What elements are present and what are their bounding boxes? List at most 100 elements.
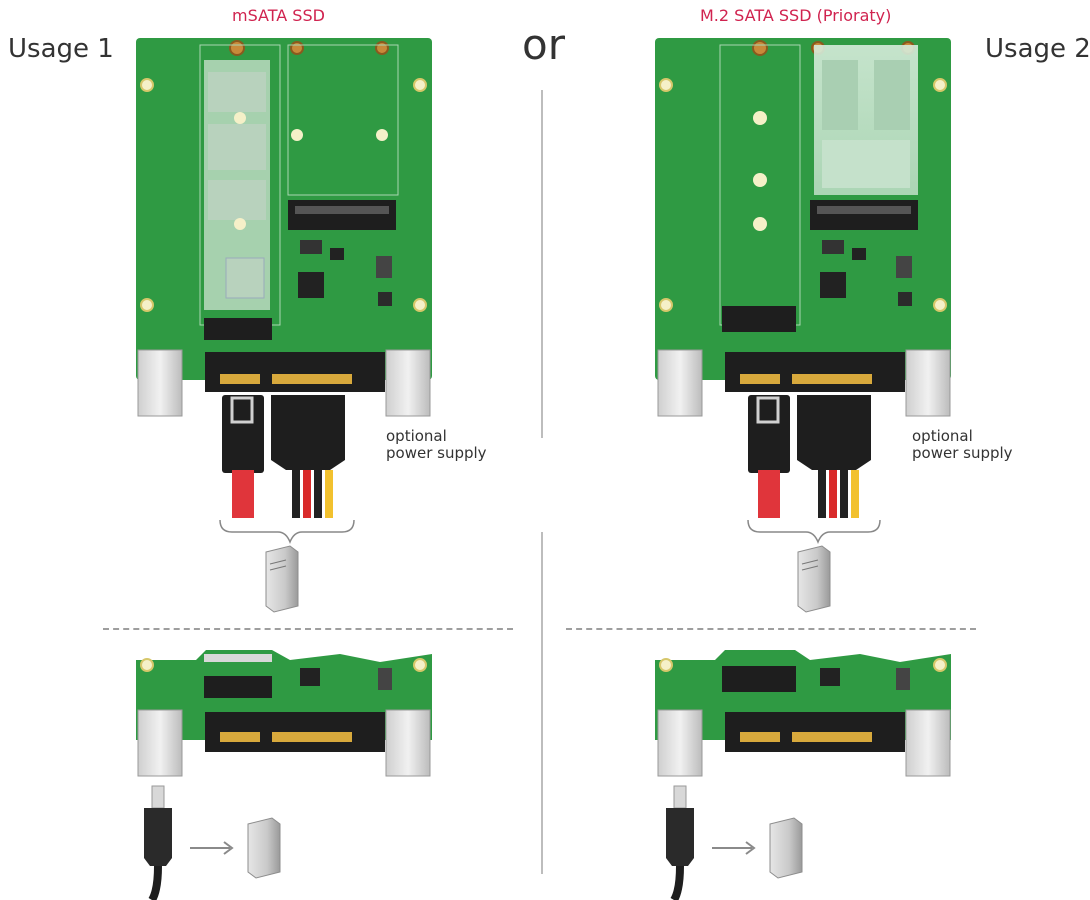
usb-plug (673, 785, 687, 809)
sata-power-cable-left (271, 395, 345, 518)
ic (896, 256, 912, 278)
mount-hole (140, 78, 154, 92)
bracket-left (219, 519, 355, 545)
usb-plug (151, 785, 165, 809)
sata-power-plug (271, 395, 345, 470)
msata-connector (722, 666, 796, 692)
sata-data-plug (222, 395, 264, 473)
mount-hole (140, 298, 154, 312)
ic (898, 292, 912, 306)
mount-hole (413, 298, 427, 312)
red-cable (758, 470, 780, 518)
mount-hole (140, 658, 154, 672)
usage-1-label: Usage 1 (8, 34, 114, 64)
standoff (290, 41, 304, 55)
screw-hole (291, 129, 303, 141)
controller-chip (820, 272, 846, 298)
mount-hole (413, 78, 427, 92)
vertical-divider-top (541, 90, 543, 438)
connector-pins (295, 206, 389, 214)
usb-cable (670, 865, 684, 900)
controller-chip (298, 272, 324, 298)
usb-plug-housing (144, 808, 172, 866)
wire-black (292, 470, 300, 518)
ic (376, 256, 392, 278)
wire-yellow (851, 470, 859, 518)
standoff (752, 40, 768, 56)
sata-data-cable-left (222, 395, 264, 518)
latch (756, 396, 780, 424)
mount-hole (659, 298, 673, 312)
ic (378, 292, 392, 306)
msata-adapter-board (136, 38, 432, 417)
ic (852, 248, 866, 260)
mount-hole (933, 658, 947, 672)
usb-plug-housing (666, 808, 694, 866)
chip (208, 124, 266, 170)
msata-connector (722, 306, 796, 332)
ic (378, 668, 392, 690)
sata-edge-connector (725, 352, 905, 392)
or-separator-label: or (522, 20, 565, 69)
chip (822, 140, 910, 188)
usb-cable-right (666, 785, 694, 900)
sata-edge-connector (205, 352, 385, 392)
msata-connector (204, 318, 272, 340)
optional-power-note-left: optional power supply (386, 428, 487, 462)
pc-tower-left (265, 545, 299, 613)
ic (896, 668, 910, 690)
screw-hole (753, 217, 767, 231)
gold-pins (272, 374, 352, 384)
m2-sata-ssd-heading: M.2 SATA SSD (Prioraty) (700, 6, 892, 25)
connector-pins (817, 206, 911, 214)
horizontal-divider-right (566, 628, 976, 630)
usb-port-right (385, 349, 431, 417)
gold-pins (792, 374, 872, 384)
msata-ssd-heading: mSATA SSD (232, 6, 325, 25)
note-line-2: power supply (912, 444, 1013, 462)
sata-power-cable-right (797, 395, 871, 518)
pc-tower-right (797, 545, 831, 613)
usb-port-right (905, 709, 951, 777)
gold-pins (220, 374, 260, 384)
wire-black (840, 470, 848, 518)
mount-hole (933, 298, 947, 312)
pc-tower-bottom-right (769, 817, 803, 879)
screw-hole (376, 129, 388, 141)
ic (822, 240, 844, 254)
usage-2-label: Usage 2 (985, 34, 1090, 64)
red-cable (232, 470, 254, 518)
chip (208, 180, 266, 220)
m2-connector (810, 200, 918, 230)
latch (230, 396, 254, 424)
usb-port-left (137, 349, 183, 417)
wire-black (818, 470, 826, 518)
m2-adapter-board-bottom (655, 650, 951, 777)
arrow-to-pc-right (712, 841, 756, 855)
arrow-to-pc-left (190, 841, 234, 855)
note-line-2: power supply (386, 444, 487, 462)
usb-cable-left (144, 785, 172, 900)
screw-hole (753, 173, 767, 187)
usb-port-left (137, 709, 183, 777)
screw-hole (753, 111, 767, 125)
mount-hole (933, 78, 947, 92)
ic (300, 240, 322, 254)
standoff (375, 41, 389, 55)
wire-red (829, 470, 837, 518)
pc-tower-bottom-left (247, 817, 281, 879)
sata-data-cable-right (748, 395, 790, 518)
usb-port-left (657, 709, 703, 777)
screw-hole (234, 112, 246, 124)
chip (225, 257, 265, 299)
screw-hole (234, 218, 246, 230)
m2-connector (288, 200, 396, 230)
m2-adapter-board (655, 38, 951, 417)
msata-connector (204, 676, 272, 698)
gold-pins (740, 374, 780, 384)
usb-port-right (905, 349, 951, 417)
usb-cable (148, 865, 162, 900)
sata-power-plug (797, 395, 871, 470)
chip (822, 60, 858, 130)
sata-data-plug (748, 395, 790, 473)
